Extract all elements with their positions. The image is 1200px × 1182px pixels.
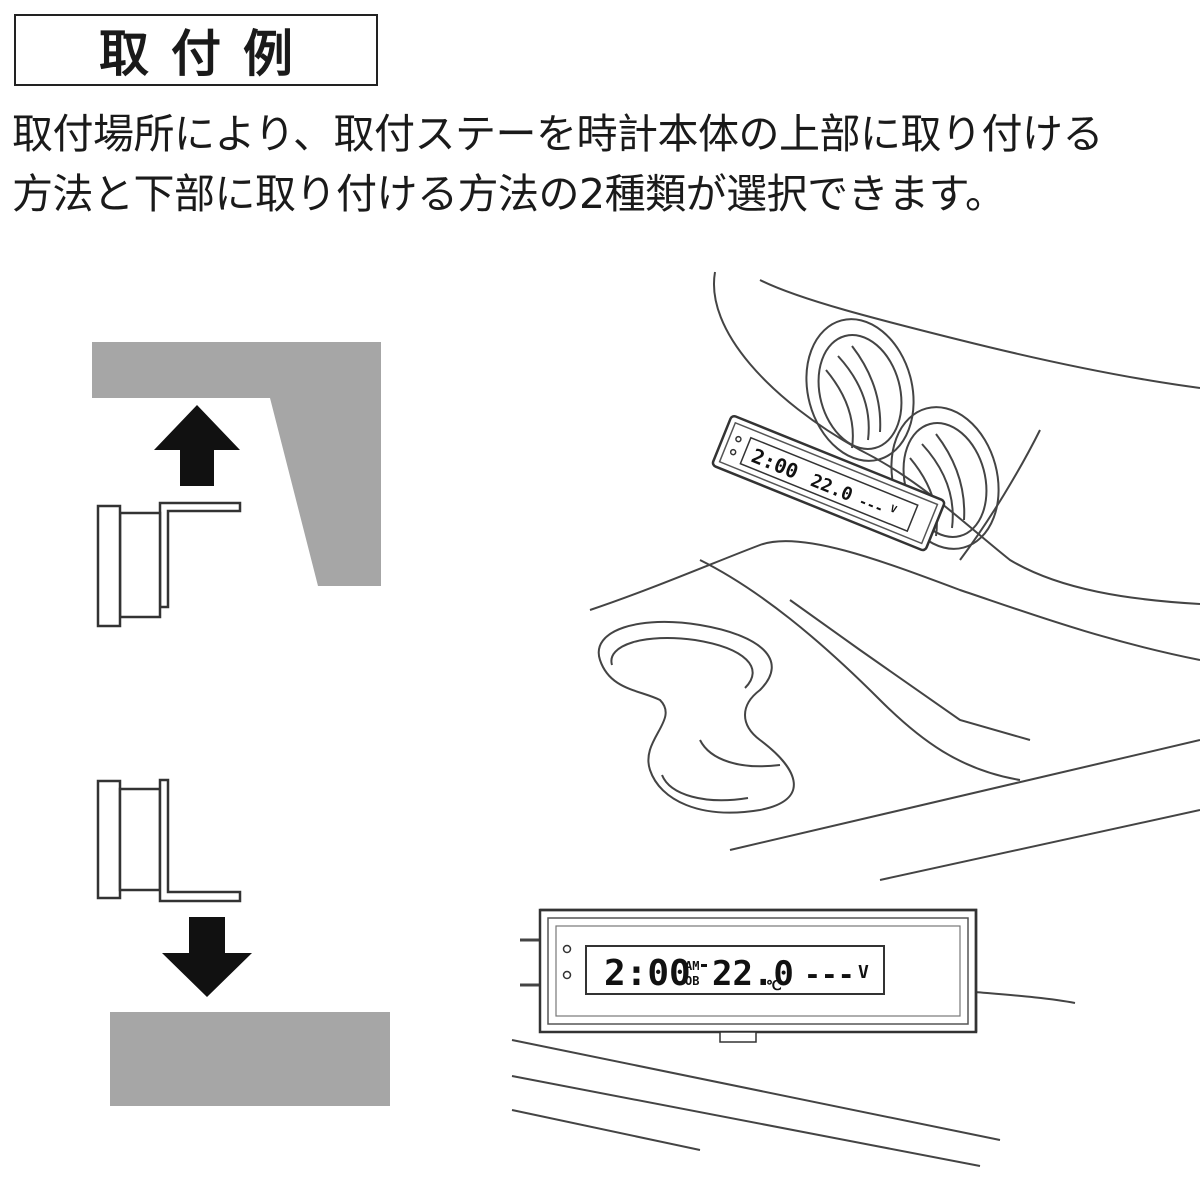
upper-mount-diagram — [92, 342, 381, 628]
cup-holder — [597, 620, 795, 814]
clock-front: 2:00 AM OB 22.0 ℃ --- V — [538, 908, 978, 1043]
clock-in-car: 2:00 22.0 --- V — [711, 414, 946, 552]
title-box: 取付例 — [14, 14, 378, 86]
clock-on-dashboard-sketch — [511, 938, 1076, 1167]
down-arrow-icon — [162, 917, 252, 997]
description-line-2: 方法と下部に取り付ける方法の2種類が選択できます。 — [12, 170, 1006, 218]
clock-ampm-top: AM — [685, 959, 699, 973]
clock-voltage: --- — [804, 958, 855, 991]
clock-temperature: 22.0 — [712, 954, 794, 994]
clock-ampm-bottom: OB — [685, 974, 699, 988]
air-vent-left — [805, 318, 915, 462]
clock-time: 2:00 — [604, 953, 691, 994]
upper-mount-surface — [92, 342, 381, 586]
page-title: 取付例 — [99, 25, 315, 83]
lower-mount-diagram — [96, 778, 390, 1106]
lower-mount-surface — [110, 1012, 390, 1106]
description: 取付場所により、取付ステーを時計本体の上部に取り付ける 方法と下部に取り付ける方… — [12, 104, 1192, 224]
lower-stay-bracket — [96, 778, 242, 903]
upper-stay-bracket — [96, 501, 242, 628]
car-clock-voltage-unit: V — [888, 504, 898, 516]
clock-temp-unit: ℃ — [766, 978, 782, 994]
car-interior-sketch — [589, 271, 1200, 881]
clock-voltage-unit: V — [858, 962, 869, 983]
up-arrow-icon — [154, 405, 240, 486]
description-line-1: 取付場所により、取付ステーを時計本体の上部に取り付ける — [12, 110, 1104, 158]
